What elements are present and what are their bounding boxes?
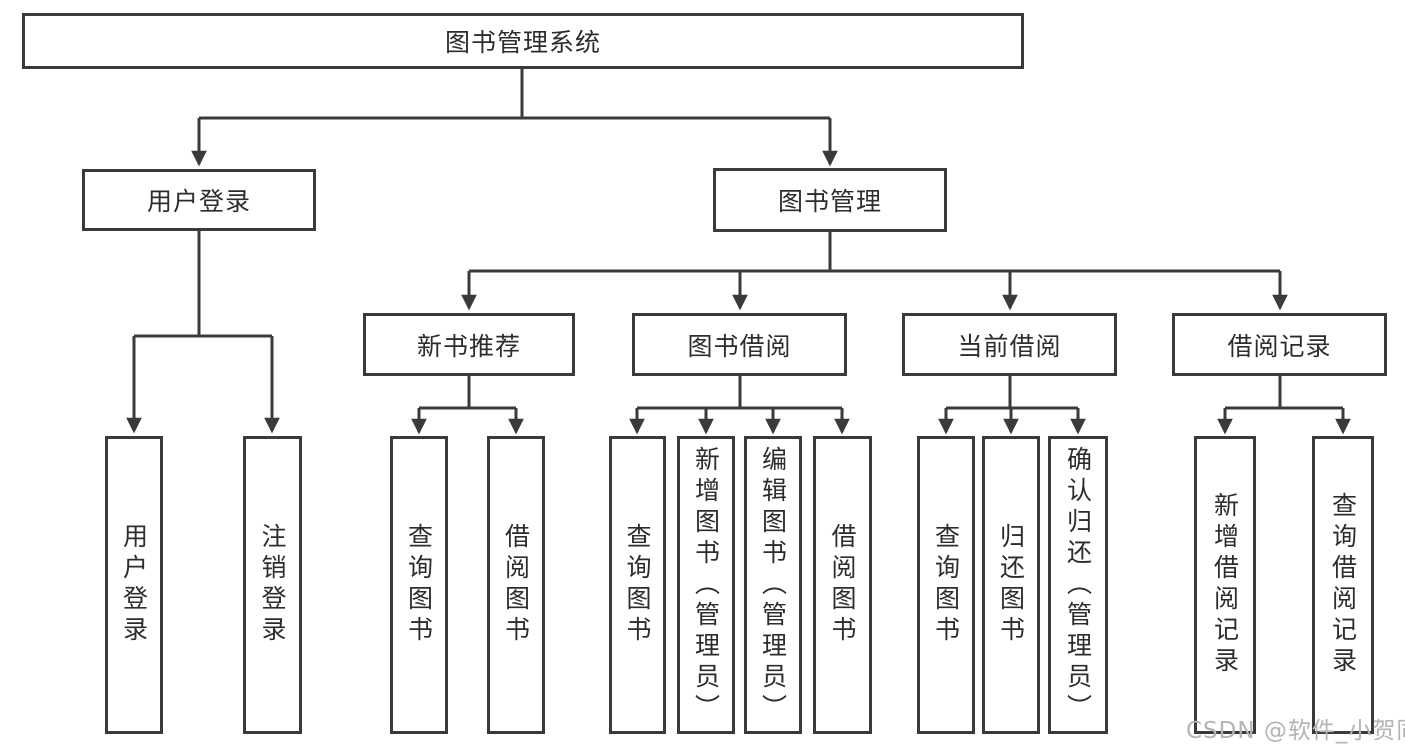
node-current-borrowing: 当前借阅 (902, 313, 1117, 376)
node-new-book-recommend: 新书推荐 (363, 313, 575, 376)
leaf-query-books-recommend-label: 查询图书 (404, 523, 434, 647)
leaf-borrow-books: 借阅图书 (813, 436, 872, 734)
node-new-book-recommend-label: 新书推荐 (416, 331, 521, 361)
leaf-query-books-borrowing: 查询图书 (609, 436, 666, 734)
leaf-add-books-admin-label: 新增图书（管理员） (691, 445, 721, 725)
leaf-user-login: 用户登录 (105, 436, 163, 734)
node-root-label: 图书管理系统 (444, 28, 601, 57)
leaf-confirm-return-admin-label: 确认归还（管理员） (1063, 445, 1093, 725)
edge-login-trunk (134, 231, 272, 338)
leaf-return-books: 归还图书 (982, 436, 1040, 734)
leaf-query-books-current-label: 查询图书 (931, 523, 961, 647)
leaf-query-books-current: 查询图书 (917, 436, 975, 734)
csdn-watermark: CSDN @软件_小贺同学 (1186, 718, 1405, 744)
node-borrowing-records: 借阅记录 (1172, 313, 1387, 376)
leaf-borrow-books-recommend: 借阅图书 (487, 436, 545, 734)
leaf-return-books-label: 归还图书 (996, 523, 1026, 647)
node-user-login: 用户登录 (82, 169, 316, 231)
edge-current-trunk (946, 376, 1078, 410)
edge-mgmt-trunk (469, 232, 1280, 273)
leaf-borrow-books-label: 借阅图书 (828, 523, 857, 647)
edge-borrow-trunk (637, 376, 842, 410)
leaf-edit-books-admin-label: 编辑图书（管理员） (758, 445, 788, 725)
leaf-edit-books-admin: 编辑图书（管理员） (744, 436, 802, 734)
node-borrowing-records-label: 借阅记录 (1227, 331, 1332, 361)
leaf-query-books-borrowing-label: 查询图书 (623, 523, 652, 647)
leaf-add-books-admin: 新增图书（管理员） (677, 436, 735, 734)
edge-newrec-trunk (419, 376, 516, 410)
leaf-borrow-books-recommend-label: 借阅图书 (501, 523, 531, 647)
leaf-logout-label: 注销登录 (258, 523, 287, 647)
edge-root-trunk (199, 69, 830, 120)
node-book-borrowing-label: 图书借阅 (687, 331, 792, 361)
leaf-add-borrow-record: 新增借阅记录 (1194, 436, 1256, 734)
node-book-management: 图书管理 (713, 168, 947, 232)
leaf-query-borrow-record: 查询借阅记录 (1312, 436, 1374, 734)
node-book-borrowing: 图书借阅 (632, 313, 847, 376)
node-book-management-label: 图书管理 (777, 187, 882, 216)
leaf-confirm-return-admin: 确认归还（管理员） (1048, 436, 1108, 734)
edge-record-trunk (1225, 376, 1343, 410)
node-current-borrowing-label: 当前借阅 (957, 331, 1062, 361)
leaf-add-borrow-record-label: 新增借阅记录 (1210, 492, 1240, 678)
leaf-user-login-label: 用户登录 (119, 523, 149, 647)
leaf-query-borrow-record-label: 查询借阅记录 (1328, 492, 1358, 678)
leaf-query-books-recommend: 查询图书 (390, 436, 448, 734)
node-user-login-label: 用户登录 (146, 187, 251, 216)
node-root-system: 图书管理系统 (22, 13, 1024, 69)
leaf-logout: 注销登录 (243, 436, 302, 734)
